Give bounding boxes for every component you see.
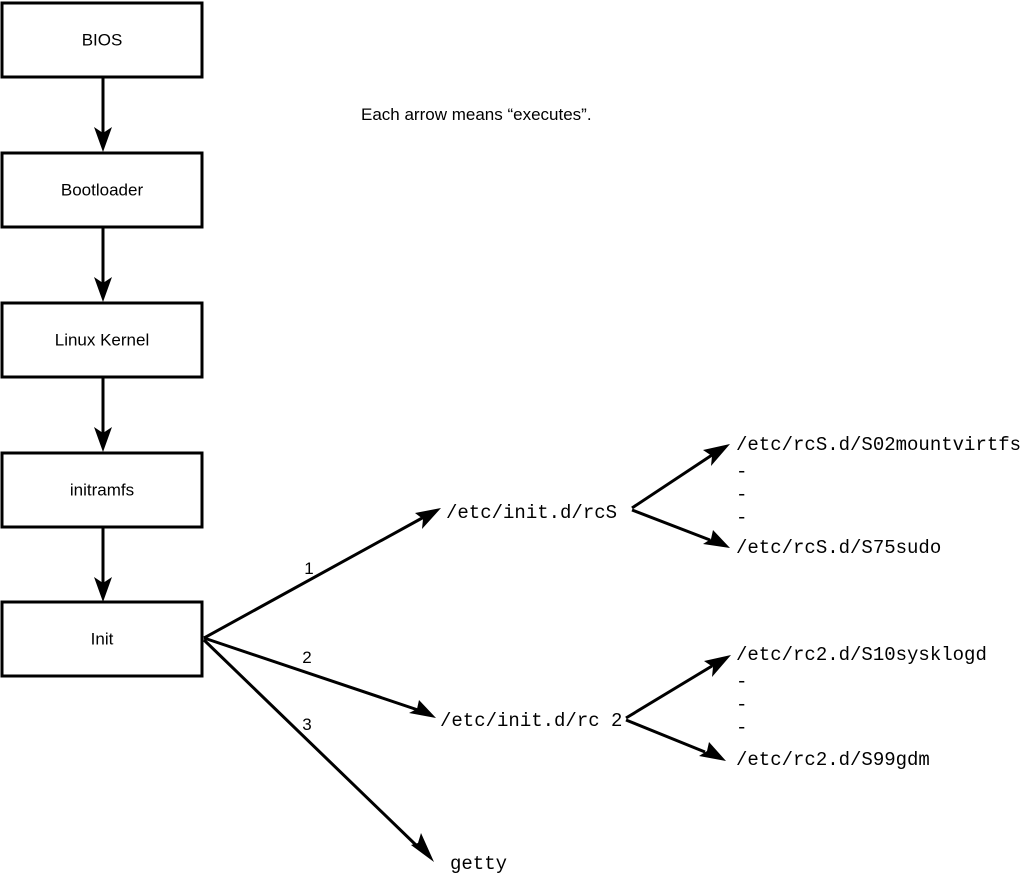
diagram-caption: Each arrow means “executes”.: [361, 105, 592, 124]
edge-rcs-last-arrowhead: [703, 530, 730, 548]
edge-initramfs-init-arrowhead: [94, 577, 112, 602]
edge-init-branch-3-line: [202, 638, 420, 849]
label-rcs-ellipsis-1: -: [736, 461, 747, 483]
edge-bios-to-bootloader: [94, 77, 112, 152]
label-rc2-d-first[interactable]: /etc/rc2.d/S10sysklogd: [736, 644, 987, 666]
node-bootloader-label: Bootloader: [61, 180, 144, 199]
edge-bios-bootloader-arrowhead: [94, 127, 112, 152]
edge-rcs-first-arrowhead: [703, 444, 730, 466]
edge-init-branch-2-arrowhead: [409, 700, 436, 718]
edge-init-branch-1-arrowhead: [415, 508, 441, 529]
label-rcs-d-first[interactable]: /etc/rcS.d/S02mountvirtfs: [736, 434, 1021, 456]
label-rc2-ellipsis-2: -: [736, 694, 747, 716]
node-init-label: Init: [91, 629, 114, 648]
edge-rc2-last-line: [625, 718, 706, 754]
edge-init-branch-2-line: [203, 636, 419, 712]
node-bios-box: [0, 1, 204, 79]
node-linux-kernel[interactable]: Linux Kernel: [0, 301, 204, 379]
edge-rc2-first-line: [625, 664, 713, 720]
node-bios[interactable]: BIOS: [0, 1, 204, 79]
edge-rcs-last-line: [631, 508, 711, 542]
node-initramfs[interactable]: initramfs: [0, 451, 204, 529]
label-etc-init-d-rc2[interactable]: /etc/init.d/rc 2: [440, 710, 622, 732]
edge-init-branch-3-arrowhead: [411, 833, 434, 862]
edge-rc2-to-last: [625, 718, 726, 761]
edge-bootloader-to-kernel: [94, 227, 112, 302]
edge-init-branch-2: 2: [203, 636, 436, 718]
edge-init-branch-2-number: 2: [302, 648, 311, 667]
node-init[interactable]: Init: [0, 600, 204, 678]
label-rc2-ellipsis-1: -: [736, 671, 747, 693]
label-etc-init-d-rcs[interactable]: /etc/init.d/rcS: [446, 502, 617, 524]
edge-bootloader-kernel-arrowhead: [94, 277, 112, 302]
edge-init-branch-1-number: 1: [304, 559, 313, 578]
label-getty[interactable]: getty: [450, 853, 507, 875]
label-rc2-ellipsis-3: -: [736, 717, 747, 739]
node-linux-kernel-label: Linux Kernel: [55, 330, 150, 349]
label-rcs-d-last[interactable]: /etc/rcS.d/S75sudo: [736, 537, 941, 559]
edge-kernel-to-initramfs: [94, 377, 112, 452]
edge-rcs-to-first: [631, 444, 730, 510]
node-bootloader-box: [0, 151, 204, 229]
edge-rcs-to-last: [631, 508, 730, 548]
label-rcs-ellipsis-2: -: [736, 484, 747, 506]
label-rc2-d-last[interactable]: /etc/rc2.d/S99gdm: [736, 749, 930, 771]
edge-init-branch-1-line: [203, 515, 425, 640]
node-bios-label: BIOS: [82, 30, 123, 49]
edge-initramfs-to-init: [94, 527, 112, 602]
edge-kernel-initramfs-arrowhead: [94, 427, 112, 452]
node-bootloader[interactable]: Bootloader: [0, 151, 204, 229]
edge-init-branch-3-number: 3: [302, 715, 311, 734]
node-init-box: [0, 600, 204, 678]
node-initramfs-label: initramfs: [70, 480, 134, 499]
edge-rcs-first-line: [631, 453, 713, 510]
edge-rc2-to-first: [625, 655, 731, 720]
edge-rc2-last-arrowhead: [699, 742, 726, 761]
edge-init-branch-1: 1: [203, 508, 441, 640]
edge-rc2-first-arrowhead: [704, 655, 731, 677]
node-linux-kernel-box: [0, 301, 204, 379]
edge-init-branch-3: 3: [202, 638, 434, 862]
label-rcs-ellipsis-3: -: [736, 507, 747, 529]
